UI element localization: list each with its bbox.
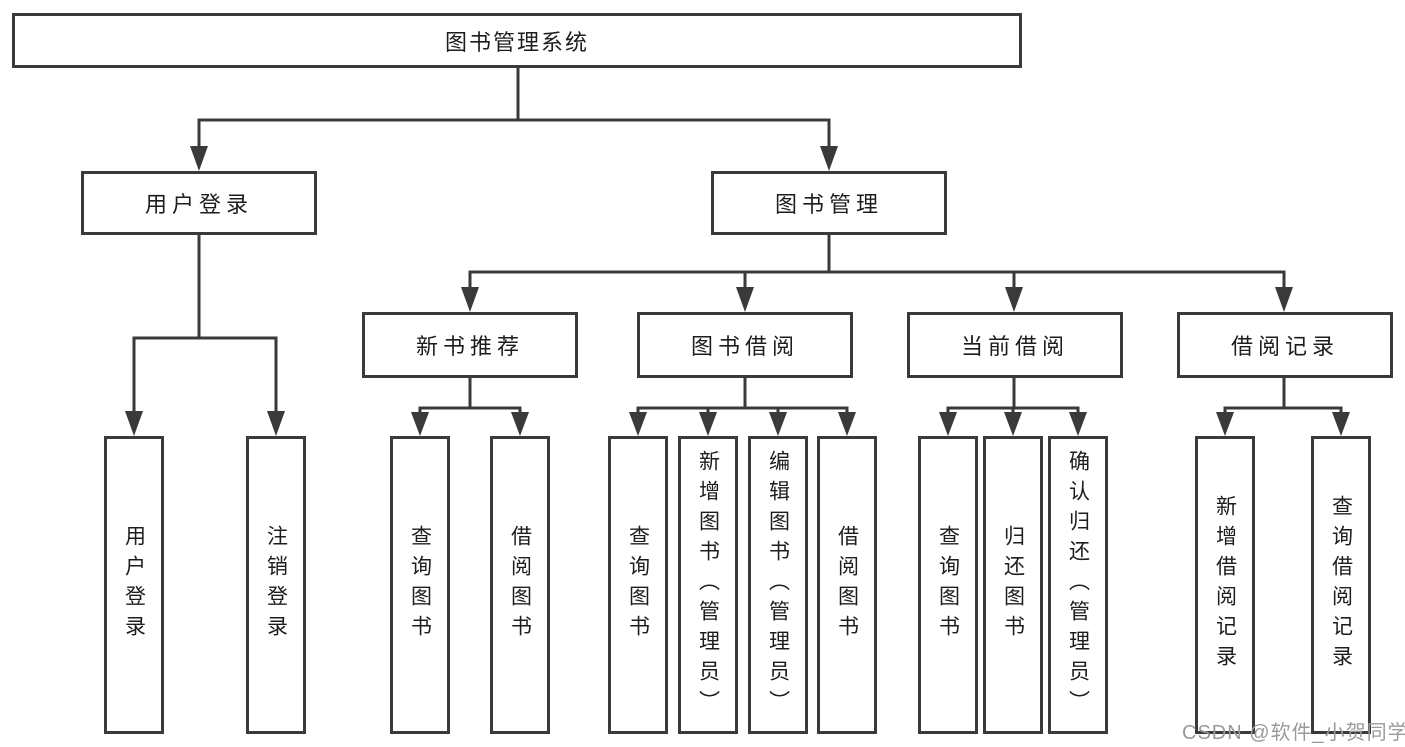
leaf-bb-edit-books-admin-label: 编辑图书（管理员）: [766, 450, 790, 720]
leaf-user-login: 用户登录: [104, 436, 164, 734]
leaf-cb-query-books-label: 查询图书: [936, 525, 960, 645]
leaf-bb-query-books: 查询图书: [608, 436, 668, 734]
node-new-book-recommend-label: 新书推荐: [415, 334, 524, 359]
leaf-cb-confirm-return-admin: 确认归还（管理员）: [1048, 436, 1108, 734]
node-user-login: 用户登录: [81, 171, 317, 235]
leaf-bb-add-books-admin: 新增图书（管理员）: [678, 436, 738, 734]
leaf-rec-query-books: 查询图书: [390, 436, 450, 734]
leaf-bb-query-books-label: 查询图书: [626, 525, 650, 645]
node-book-borrow: 图书借阅: [637, 312, 853, 378]
node-user-login-label: 用户登录: [144, 192, 253, 217]
leaf-bb-edit-books-admin: 编辑图书（管理员）: [748, 436, 808, 734]
leaf-rec-query-books-label: 查询图书: [408, 525, 432, 645]
node-current-borrow-label: 当前借阅: [960, 334, 1069, 359]
node-library-system-label: 图书管理系统: [444, 29, 589, 55]
leaf-rec-borrow-books: 借阅图书: [490, 436, 550, 734]
leaf-cb-return-books: 归还图书: [983, 436, 1043, 734]
leaf-bb-borrow-books-label: 借阅图书: [835, 525, 859, 645]
leaf-br-add-record-label: 新增借阅记录: [1213, 495, 1237, 675]
node-book-management: 图书管理: [711, 171, 947, 235]
leaf-user-login-label: 用户登录: [122, 525, 146, 645]
leaf-cb-query-books: 查询图书: [918, 436, 978, 734]
node-borrow-records: 借阅记录: [1177, 312, 1393, 378]
node-borrow-records-label: 借阅记录: [1230, 334, 1339, 359]
leaf-logout-label: 注销登录: [264, 525, 288, 645]
leaf-bb-add-books-admin-label: 新增图书（管理员）: [696, 450, 720, 720]
node-current-borrow: 当前借阅: [907, 312, 1123, 378]
leaf-cb-confirm-return-admin-label: 确认归还（管理员）: [1066, 450, 1090, 720]
node-library-system: 图书管理系统: [12, 13, 1022, 68]
leaf-br-query-record-label: 查询借阅记录: [1329, 495, 1353, 675]
leaf-bb-borrow-books: 借阅图书: [817, 436, 877, 734]
node-book-borrow-label: 图书借阅: [690, 334, 799, 359]
leaf-br-add-record: 新增借阅记录: [1195, 436, 1255, 734]
node-book-management-label: 图书管理: [774, 192, 883, 217]
leaf-br-query-record: 查询借阅记录: [1311, 436, 1371, 734]
watermark: CSDN @软件_小贺同学: [1182, 722, 1405, 744]
leaf-rec-borrow-books-label: 借阅图书: [508, 525, 532, 645]
node-new-book-recommend: 新书推荐: [362, 312, 578, 378]
leaf-cb-return-books-label: 归还图书: [1001, 525, 1025, 645]
leaf-logout: 注销登录: [246, 436, 306, 734]
